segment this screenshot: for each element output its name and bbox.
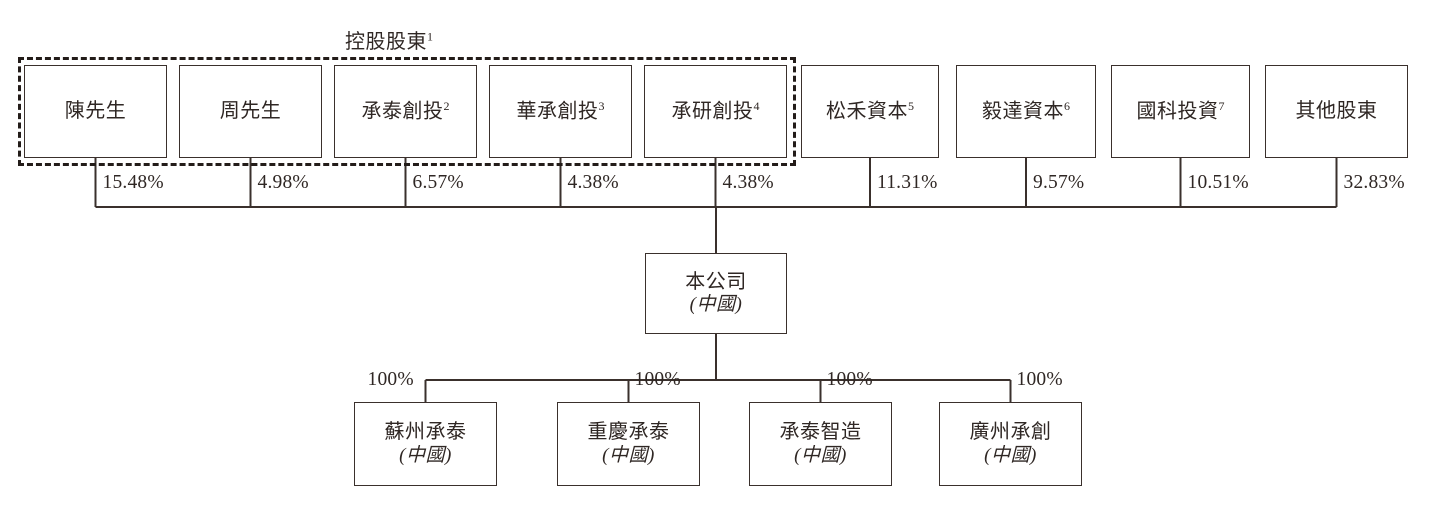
subsidiary-percent-3: 100% [1016,369,1063,390]
shareholder-percent-6: 9.57% [1033,172,1085,193]
node-label: 國科投資7 [1136,98,1225,123]
node-jurisdiction: (中國) [399,444,452,466]
subsidiary-box-1[interactable]: 重慶承泰(中國) [557,402,700,486]
node-jurisdiction: (中國) [689,294,743,316]
subsidiary-percent-1: 100% [634,369,681,390]
shareholder-percent-3: 4.38% [567,172,619,193]
subsidiary-percent-0: 100% [367,369,414,390]
shareholder-box-6[interactable]: 毅達資本6 [956,65,1096,158]
node-jurisdiction: (中國) [794,444,847,466]
shareholder-box-7[interactable]: 國科投資7 [1111,65,1250,158]
controlling-shareholder-footnote: 1 [427,29,433,44]
node-label: 廣州承創 [969,421,1052,443]
shareholder-box-3[interactable]: 華承創投3 [489,65,632,158]
node-footnote-marker: 6 [1064,98,1070,113]
node-label: 松禾資本5 [826,98,914,123]
node-label: 承泰創投2 [361,98,450,123]
shareholder-percent-0: 15.48% [102,172,164,193]
shareholder-box-2[interactable]: 承泰創投2 [334,65,477,158]
subsidiary-box-0[interactable]: 蘇州承泰(中國) [354,402,497,486]
shareholder-percent-8: 32.83% [1343,172,1405,193]
node-label: 毅達資本6 [982,98,1070,123]
node-footnote-marker: 2 [443,98,450,113]
node-label: 承泰智造 [779,421,862,443]
shareholder-box-0[interactable]: 陳先生 [24,65,167,158]
shareholder-percent-5: 11.31% [877,172,938,193]
node-label: 重慶承泰 [587,421,670,443]
shareholder-box-4[interactable]: 承研創投4 [644,65,787,158]
node-label: 陳先生 [64,99,127,122]
node-jurisdiction: (中國) [984,444,1037,466]
shareholder-percent-7: 10.51% [1187,172,1249,193]
node-label: 周先生 [219,99,282,122]
node-label: 華承創投3 [516,98,605,123]
node-label: 本公司 [685,270,747,293]
shareholder-percent-1: 4.98% [257,172,309,193]
node-footnote-marker: 4 [753,98,760,113]
node-label: 其他股東 [1295,99,1378,122]
node-footnote-marker: 5 [908,98,914,113]
shareholder-percent-4: 4.38% [722,172,774,193]
node-label: 蘇州承泰 [384,421,467,443]
shareholder-box-8[interactable]: 其他股東 [1265,65,1408,158]
subsidiary-box-3[interactable]: 廣州承創(中國) [939,402,1082,486]
shareholder-box-5[interactable]: 松禾資本5 [801,65,939,158]
company-box[interactable]: 本公司(中國) [645,253,787,334]
controlling-shareholder-label: 控股股東 [345,31,427,53]
node-label: 承研創投4 [671,98,760,123]
node-footnote-marker: 7 [1218,98,1225,113]
node-footnote-marker: 3 [598,98,605,113]
shareholder-percent-2: 6.57% [412,172,464,193]
subsidiary-box-2[interactable]: 承泰智造(中國) [749,402,892,486]
controlling-shareholder-caption: 控股股東1 [345,25,433,54]
shareholder-box-1[interactable]: 周先生 [179,65,322,158]
node-jurisdiction: (中國) [602,444,655,466]
controlling-shareholder-frame [18,57,796,166]
subsidiary-percent-2: 100% [826,369,873,390]
